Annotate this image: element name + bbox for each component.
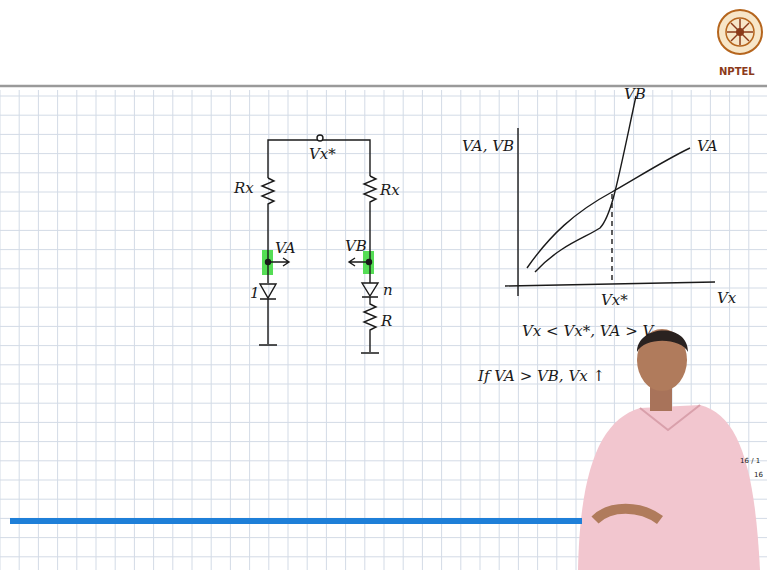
axis-label: Vx [717,290,736,307]
node-voltage-label: Vx* [309,146,336,163]
page-number: 16 [754,472,763,480]
nptel-logo [718,10,762,54]
diode-size-label: n [383,282,393,299]
resistor-label: Rx [234,180,254,197]
progress-bar [10,518,582,524]
presenter [578,329,760,570]
node-voltage-label: VA [275,240,296,257]
logo-text: NPTEL [719,66,755,77]
curve-label: VA [697,138,718,155]
grid [0,90,767,570]
graph [505,96,715,296]
axis-label: VA, VB [462,138,514,155]
page-number: 16 / 1 [740,458,760,466]
node-voltage-label: VB [345,238,367,255]
resistor-label: Rx [380,182,400,199]
axis-tick-label: Vx* [601,292,628,309]
curve-label: VB [624,86,646,103]
header-rule [0,85,767,88]
handwritten-note: Vx < Vx*, VA > V [522,323,653,340]
circuit [259,135,379,353]
resistor-label: R [381,313,392,330]
diode-size-label: 1 [250,285,260,302]
handwritten-note: If VA > VB, Vx ↑ [478,368,605,385]
